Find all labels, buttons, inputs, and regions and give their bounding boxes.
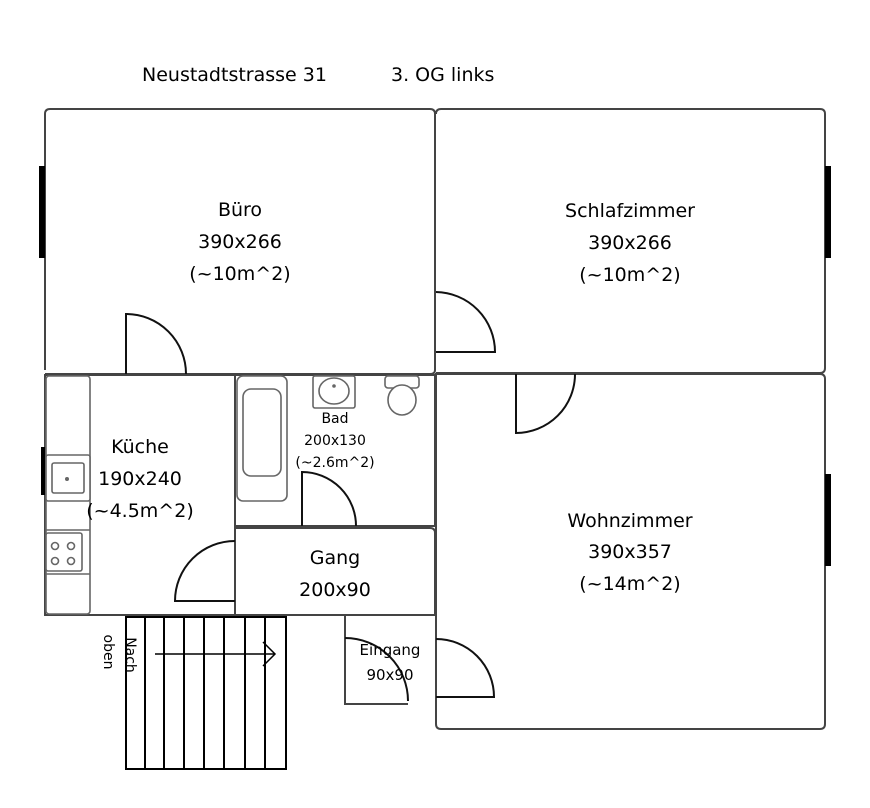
eingang-name: Eingang [360, 641, 421, 659]
wall-bad [235, 374, 436, 527]
room-labels: Büro 390x266 (~10m^2) Schlafzimmer 390x2… [86, 199, 695, 684]
door-gang [173, 540, 236, 602]
walls [44, 108, 826, 730]
address-label: Neustadtstrasse 31 [142, 64, 327, 86]
door-wohnzimmer [515, 373, 576, 435]
schlafzimmer-area: (~10m^2) [579, 264, 680, 286]
window-buero [39, 166, 45, 258]
stair-arrow-icon [262, 641, 277, 667]
buero-dims: 390x266 [198, 231, 282, 253]
wall-gang [235, 527, 436, 616]
window-schlafzimmer [825, 166, 831, 258]
schlafzimmer-dims: 390x266 [588, 232, 672, 254]
stove-burner [50, 556, 60, 566]
kitchen-fixtures [45, 375, 91, 615]
door-eingang [435, 638, 496, 698]
stair-outline [125, 616, 287, 770]
window-wohnzimmer [825, 474, 831, 566]
toilet-icon [387, 384, 417, 416]
window-kueche [41, 447, 45, 495]
buero-name: Büro [218, 199, 262, 221]
gang-name: Gang [310, 547, 360, 569]
gang-dims: 200x90 [299, 579, 371, 601]
kueche-name: Küche [111, 436, 169, 458]
stove-burner [50, 541, 60, 551]
stove-burner [66, 556, 76, 566]
eingang-dims: 90x90 [366, 666, 413, 684]
washbasin-bowl [318, 377, 350, 405]
kueche-dims: 190x240 [98, 468, 182, 490]
bad-name: Bad [321, 411, 348, 427]
bad-area: (~2.6m^2) [295, 455, 374, 471]
schlafzimmer-name: Schlafzimmer [565, 200, 695, 222]
wohnzimmer-area: (~14m^2) [579, 573, 680, 595]
washbasin-drain [332, 384, 336, 388]
windows [39, 166, 831, 566]
floor-label: 3. OG links [391, 64, 494, 86]
wohnzimmer-name: Wohnzimmer [567, 510, 692, 532]
kueche-area: (~4.5m^2) [86, 500, 193, 522]
bathroom-fixtures [236, 375, 420, 502]
wall-buero [44, 108, 436, 375]
wall-schlafzimmer [435, 108, 826, 374]
stove-burner [66, 541, 76, 551]
stairs-label-line2: oben [100, 635, 116, 670]
doors [125, 291, 576, 702]
wall-eingang [344, 615, 408, 705]
stairs-label-line1: Nach [122, 637, 138, 673]
door-buero [125, 312, 187, 375]
door-bad [301, 470, 357, 527]
buero-area: (~10m^2) [189, 263, 290, 285]
staircase: Nach oben [100, 616, 287, 770]
door-schlafzimmer [435, 291, 497, 353]
stove-icon [45, 532, 83, 572]
bad-dims: 200x130 [304, 433, 366, 449]
sink-drain [65, 477, 69, 481]
bathtub-basin [242, 388, 282, 477]
wohnzimmer-dims: 390x357 [588, 541, 672, 563]
wall-wohnzimmer [435, 373, 826, 730]
door-eingang-inner [344, 637, 409, 702]
